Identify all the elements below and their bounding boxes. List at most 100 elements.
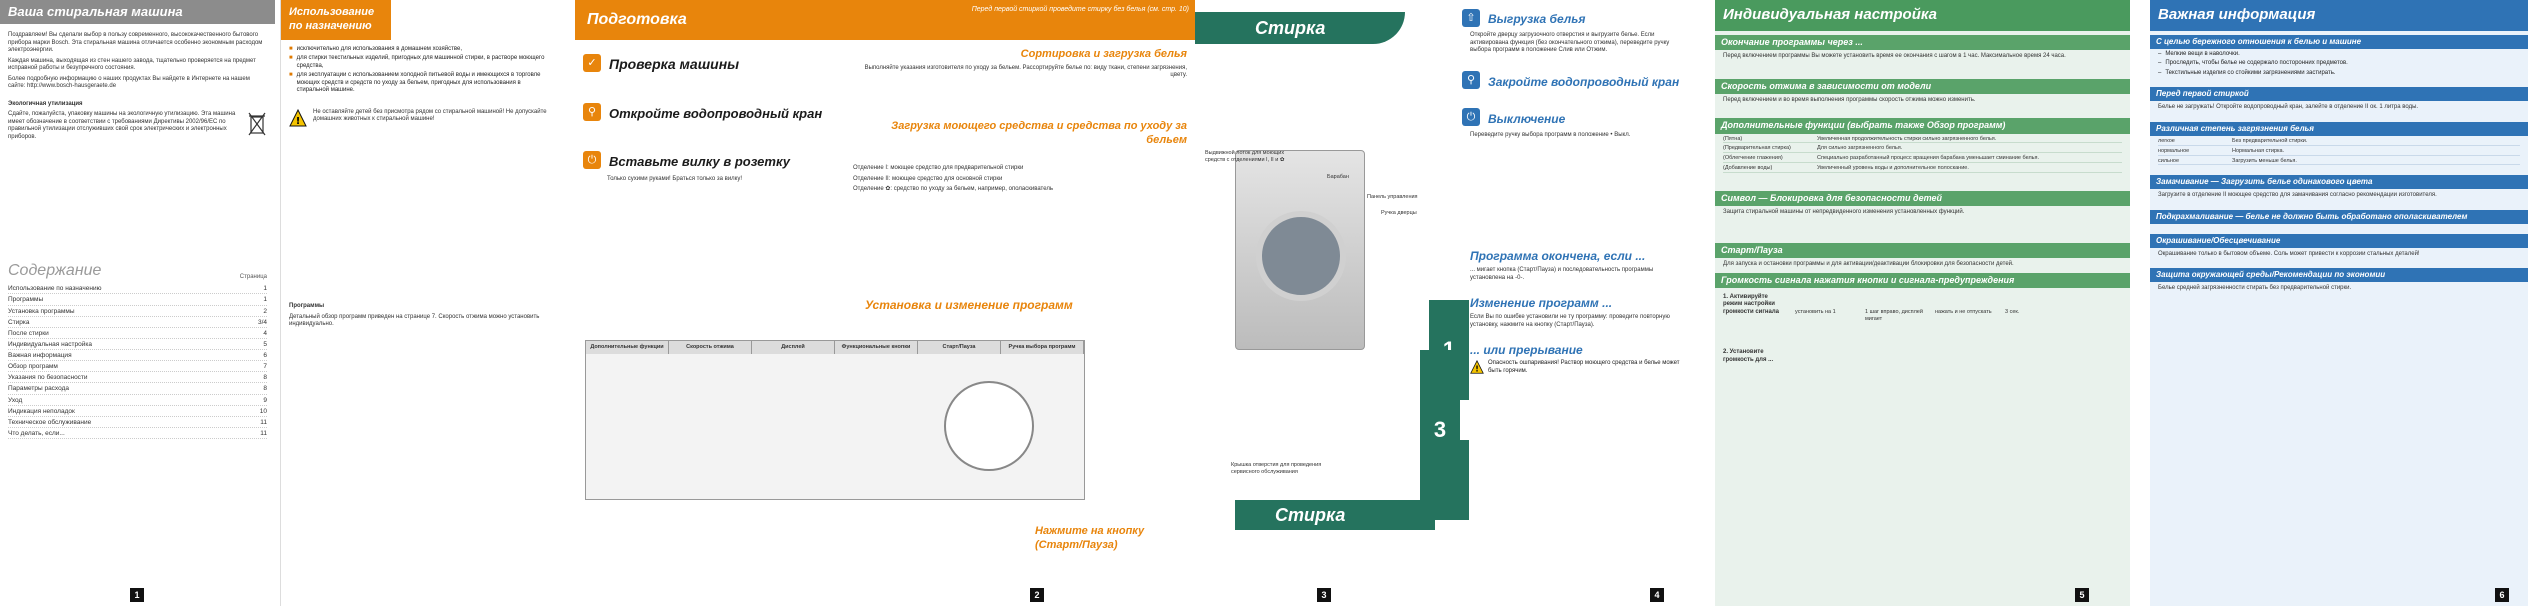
first-wash-section: Перед первой стиркой	[2150, 87, 2528, 102]
wash-bottom-banner: Стирка	[1235, 500, 1435, 530]
compartment-1: Отделение I: моющее средство для предвар…	[853, 165, 1024, 172]
page-2: Подготовка Перед первой стиркой проведит…	[575, 0, 1195, 606]
bullet-icon: –	[2158, 60, 2162, 67]
toc-page: 8	[263, 374, 267, 382]
care-list: –Мелкие вещи в наволочки.–Проследить, чт…	[2150, 51, 2528, 78]
care-item: –Мелкие вещи в наволочки.	[2158, 51, 2520, 59]
first-wash-text: Белье не загружать! Откройте водопроводн…	[2158, 104, 2419, 111]
panel-label: Ручка выбора программ	[1001, 341, 1084, 354]
purpose-item: ■исключительно для использования в домаш…	[289, 46, 547, 54]
compartment-3: Отделение ✿: средство по уходу за бельем…	[853, 186, 1053, 193]
program-dial[interactable]	[944, 381, 1034, 471]
abort-warning: Опасность ошпаривания! Раствор моющего с…	[1488, 360, 1680, 374]
care-item: –Текстильные изделия со стойкими загрязн…	[2158, 70, 2520, 78]
page-5: Индивидуальная настройка Окончание прогр…	[1715, 0, 2130, 606]
volume-step-1: 1. Активируйте режим настройки громкости…	[1723, 293, 1779, 315]
panel-label: Функциональные кнопки	[835, 341, 918, 354]
toc-label: Техническое обслуживание	[8, 418, 92, 426]
toc-page: 1	[263, 285, 267, 293]
volume-label: 3 сек.	[2005, 309, 2020, 316]
end-time-section: Окончание программы через ...	[1715, 34, 2130, 50]
change-title: Изменение программ ...	[1470, 296, 1613, 310]
toc-row: Что делать, если... 11	[8, 430, 267, 439]
start-title: Нажмите на кнопку (Старт/Пауза)	[1035, 525, 1145, 551]
extra-name: (Пятна)	[1723, 135, 1743, 142]
soil-desc: Нормальная стирка.	[2232, 147, 2285, 154]
panel-label: Скорость отжима	[669, 341, 752, 354]
care-item: –Проследить, чтобы белье не содержало по…	[2158, 60, 2520, 68]
toc-label: Что делать, если...	[8, 429, 65, 437]
care-text: Проследить, чтобы белье не содержало пос…	[2165, 60, 2348, 67]
child-lock-text: Защита стиральной машины от непредвиденн…	[1723, 209, 1965, 216]
care-text: Текстильные изделия со стойкими загрязне…	[2165, 69, 2336, 76]
extra-desc: Специально разработанный процесс вращени…	[1817, 155, 2040, 162]
power-icon: ⏻	[1462, 108, 1480, 126]
page-number: 3	[1317, 588, 1331, 602]
plug-title: Вставьте вилку в розетку	[609, 153, 790, 169]
bullet-icon: –	[2158, 69, 2162, 76]
toc-page: 1	[263, 296, 267, 304]
toc-row: Использование по назначению 1	[8, 285, 267, 295]
extra-row: (Добавление воды)Увеличенный уровень вод…	[1723, 165, 2122, 173]
soil-level: легкое	[2158, 137, 2175, 144]
toc-label: Установка программы	[8, 307, 75, 315]
custom-title: Индивидуальная настройка	[1715, 0, 2130, 31]
purpose-text: для стирки текстильных изделий, пригодны…	[296, 55, 545, 69]
extra-desc: Для сильно загрязненного белья.	[1817, 145, 1903, 152]
plug-icon: ⏻	[583, 150, 601, 169]
hot-warning-icon: !	[1470, 359, 1484, 374]
page-number: 4	[1650, 588, 1664, 602]
child-warning: Не оставляйте детей без присмотра рядом …	[313, 108, 547, 123]
dye-text: Окрашивание только в бытовом объеме. Сол…	[2158, 250, 2420, 257]
volume-label: 1 шаг вправо, дисплей мигает	[1865, 309, 1923, 323]
spin-section: Скорость отжима в зависимости от модели	[1715, 78, 2130, 94]
toc-page: 3/4	[257, 318, 267, 326]
info-title: Важная информация	[2150, 0, 2528, 31]
bullet-icon: ■	[289, 72, 293, 78]
extra-name: (Предварительная стирка)	[1723, 145, 1791, 152]
care-text: Мелкие вещи в наволочки.	[2165, 50, 2240, 57]
toc-page: 11	[260, 429, 267, 437]
toc-page: 5	[263, 340, 267, 348]
page-4: 3 ⇧ Выгрузка белья Откройте дверцу загру…	[1420, 0, 1690, 606]
toc-label: Важная информация	[8, 352, 72, 359]
label-cover: Крышка отверстия для проведения сервисно…	[1231, 462, 1322, 475]
extra-list: (Пятна)Увеличенная продолжительность сти…	[1715, 135, 2130, 173]
svg-text:!: !	[1475, 365, 1479, 374]
eco-text: Сдайте, пожалуйста, упаковку машины на э…	[8, 111, 236, 140]
soil-level: нормальное	[2158, 147, 2190, 154]
change-text: Если Вы по ошибке установили не ту прогр…	[1470, 314, 1670, 328]
purpose-item: ■для стирки текстильных изделий, пригодн…	[289, 55, 547, 70]
toc-page-label: Страница	[239, 273, 267, 280]
soak-text: Загрузите в отделение II моющее средство…	[2158, 192, 2437, 199]
unload-icon: ⇧	[1462, 8, 1480, 27]
quality-text: Каждая машина, выходящая из стен нашего …	[8, 57, 256, 72]
extra-desc: Увеличенный уровень воды и дополнительно…	[1817, 165, 1969, 172]
web-text: Более подробную информацию о наших проду…	[8, 75, 250, 90]
toc-label: Использование по назначению	[8, 285, 102, 293]
purpose-title: Использование по назначению	[281, 0, 391, 40]
programs-title: Программы	[289, 303, 325, 309]
volume-label: нажать и не отпускать	[1935, 309, 1992, 316]
toc-row: Техническое обслуживание 11	[8, 419, 267, 428]
done-text: ... мигает кнопка (Старт/Пауза) и послед…	[1470, 267, 1654, 281]
step-3: 3	[1420, 350, 1460, 510]
eco-section: Защита окружающей среды/Рекомендации по …	[2150, 268, 2528, 283]
volume-label: установить на 1	[1795, 309, 1836, 316]
toc-label: После стирки	[8, 329, 49, 337]
bullet-icon: ■	[289, 45, 293, 52]
toc-page: 11	[260, 418, 267, 426]
door	[1256, 211, 1346, 301]
page-1-title: Ваша стиральная машина	[0, 0, 275, 25]
checkmark-icon: ✓	[583, 53, 601, 72]
eco-tips-text: Белье средней загрязненности стирать без…	[2158, 285, 2352, 292]
check-title: Проверка машины	[609, 56, 740, 72]
